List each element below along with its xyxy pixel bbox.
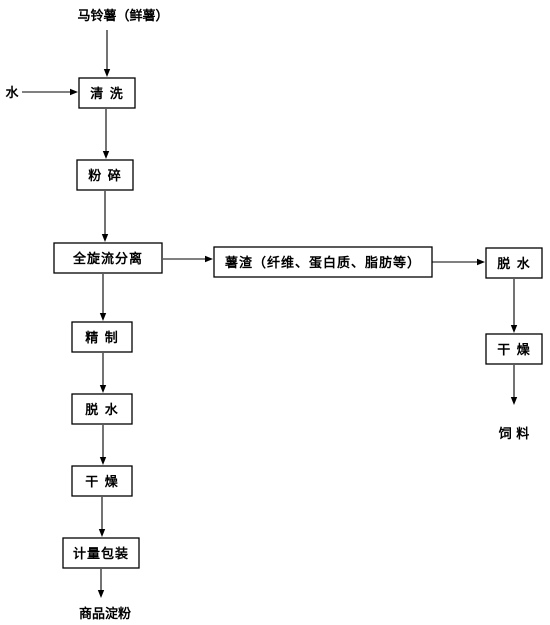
- node-dewater-left: 脱 水: [71, 393, 133, 425]
- node-label-package: 计量包装: [73, 546, 129, 562]
- node-refine: 精 制: [71, 321, 133, 353]
- node-box-cyclone: [53, 242, 163, 274]
- node-dry-right: 干 燥: [485, 333, 543, 365]
- node-dewater-right: 脱 水: [485, 247, 543, 279]
- arrow-water-in-to-wash: [22, 88, 78, 96]
- node-box-dry-left: [71, 465, 133, 497]
- node-label-feed: 饲 料: [498, 426, 530, 442]
- node-box-dewater-left: [71, 393, 133, 425]
- node-label-water-in: 水: [5, 85, 19, 101]
- arrow-crush-to-cyclone: [101, 191, 109, 242]
- node-box-residue: [213, 246, 433, 278]
- node-dry-left: 干 燥: [71, 465, 133, 497]
- node-feed: 饲 料: [498, 426, 530, 442]
- arrow-dry-left-to-package: [98, 497, 106, 537]
- node-box-crush: [76, 159, 134, 191]
- node-label-product: 商品淀粉: [79, 606, 131, 622]
- node-label-dry-left: 干 燥: [85, 474, 119, 490]
- node-residue: 薯渣（纤维、蛋白质、脂肪等）: [213, 246, 433, 278]
- node-label-dewater-right: 脱 水: [497, 256, 531, 272]
- node-cyclone: 全旋流分离: [53, 242, 163, 274]
- arrow-wash-to-crush: [102, 109, 110, 159]
- node-label-dry-right: 干 燥: [497, 342, 531, 358]
- node-label-raw: 马铃薯（鲜薯）: [77, 8, 168, 24]
- arrow-refine-to-dewater-left: [99, 353, 107, 393]
- node-label-wash: 清 洗: [90, 86, 124, 102]
- node-box-dewater-right: [485, 247, 543, 279]
- arrow-package-to-product: [97, 569, 105, 598]
- node-label-dewater-left: 脱 水: [85, 402, 119, 418]
- arrow-dewater-left-to-dry-left: [99, 425, 107, 465]
- node-box-wash: [78, 77, 136, 109]
- arrow-dry-right-to-feed: [510, 365, 518, 405]
- node-box-package: [62, 537, 140, 569]
- arrow-cyclone-to-residue: [163, 255, 213, 263]
- node-label-cyclone: 全旋流分离: [72, 251, 143, 267]
- arrow-residue-to-dewater-right: [432, 258, 485, 266]
- node-label-refine: 精 制: [85, 330, 119, 346]
- node-package: 计量包装: [62, 537, 140, 569]
- arrow-raw-to-wash: [103, 30, 111, 77]
- arrow-dewater-right-to-dry-right: [510, 279, 518, 333]
- node-box-dry-right: [485, 333, 543, 365]
- node-crush: 粉 碎: [76, 159, 134, 191]
- node-wash: 清 洗: [78, 77, 136, 109]
- node-water-in: 水: [5, 85, 19, 101]
- arrow-cyclone-to-refine: [99, 274, 107, 321]
- node-label-residue: 薯渣（纤维、蛋白质、脂肪等）: [224, 255, 421, 271]
- node-raw: 马铃薯（鲜薯）: [77, 8, 168, 24]
- node-box-refine: [71, 321, 133, 353]
- node-label-crush: 粉 碎: [88, 168, 122, 184]
- node-product: 商品淀粉: [79, 606, 131, 622]
